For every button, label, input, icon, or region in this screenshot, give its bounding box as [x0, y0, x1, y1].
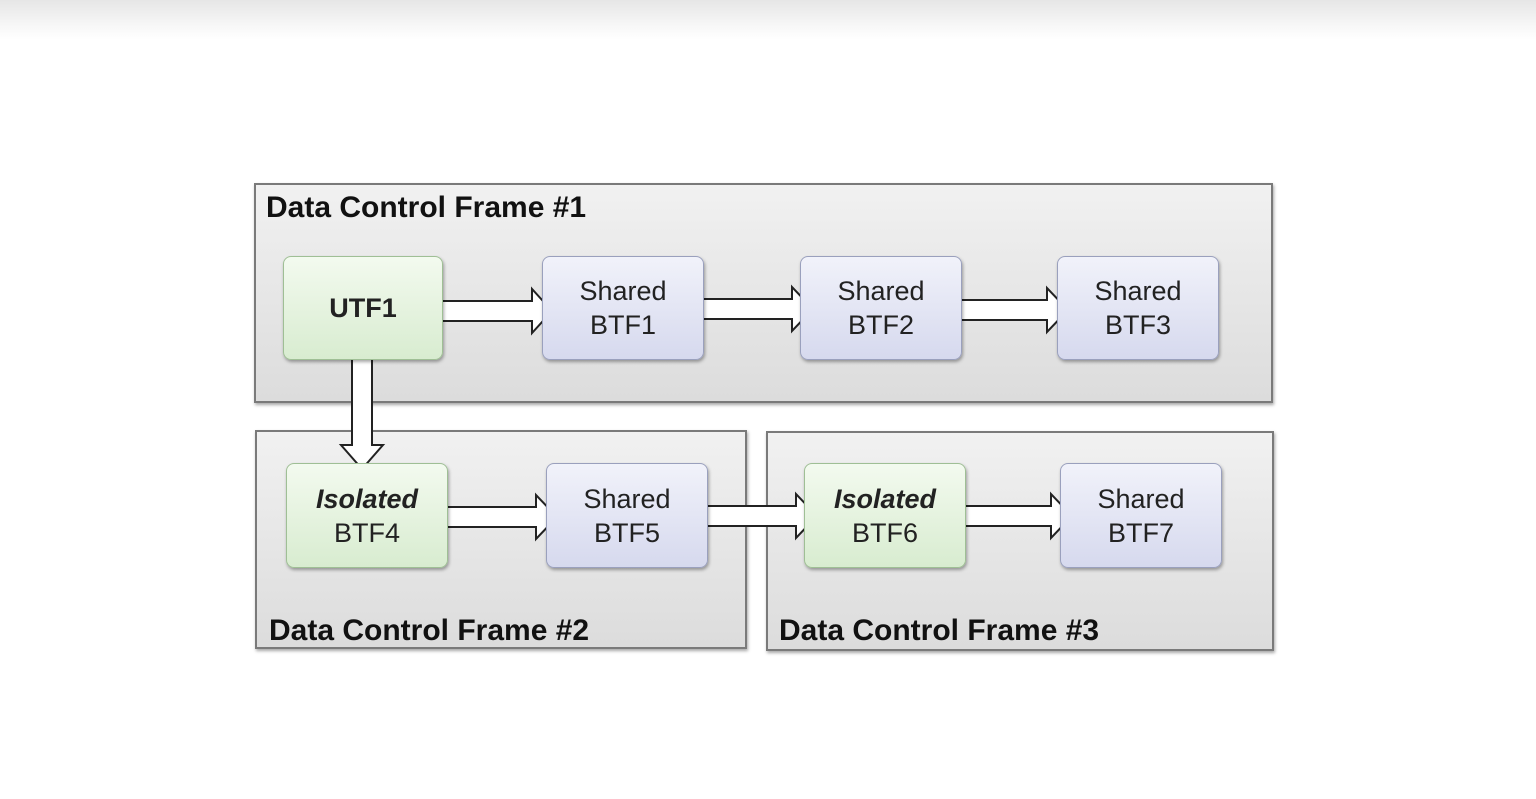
node-btf3-type: Shared: [1094, 276, 1182, 306]
node-btf6: Isolated BTF6: [804, 463, 966, 568]
node-btf5: Shared BTF5: [546, 463, 708, 568]
node-btf5-type: Shared: [583, 483, 671, 514]
node-btf3-label: BTF3: [1104, 310, 1171, 340]
node-btf2-label: BTF2: [847, 310, 914, 340]
frame-2-title: Data Control Frame #2: [269, 614, 590, 647]
node-btf4-label: BTF4: [333, 517, 400, 548]
frame-1-title: Data Control Frame #1: [266, 191, 587, 224]
node-btf2-type: Shared: [837, 276, 925, 306]
node-btf7-type: Shared: [1097, 483, 1185, 514]
node-btf3: Shared BTF3: [1057, 256, 1219, 360]
frame-3-title: Data Control Frame #3: [779, 614, 1100, 647]
node-btf4-type: Isolated: [315, 483, 419, 514]
node-btf4: Isolated BTF4: [286, 463, 448, 568]
node-btf1-label: BTF1: [589, 310, 656, 340]
node-btf7-label: BTF7: [1107, 517, 1174, 548]
node-btf6-type: Isolated: [833, 483, 937, 514]
node-utf1: UTF1: [283, 256, 443, 360]
node-btf5-label: BTF5: [593, 517, 660, 548]
node-btf6-label: BTF6: [851, 517, 918, 548]
node-btf1: Shared BTF1: [542, 256, 704, 360]
node-utf1-label: UTF1: [329, 293, 397, 323]
node-btf7: Shared BTF7: [1060, 463, 1222, 568]
top-shade: [0, 0, 1536, 40]
node-btf2: Shared BTF2: [800, 256, 962, 360]
node-btf1-type: Shared: [579, 276, 667, 306]
